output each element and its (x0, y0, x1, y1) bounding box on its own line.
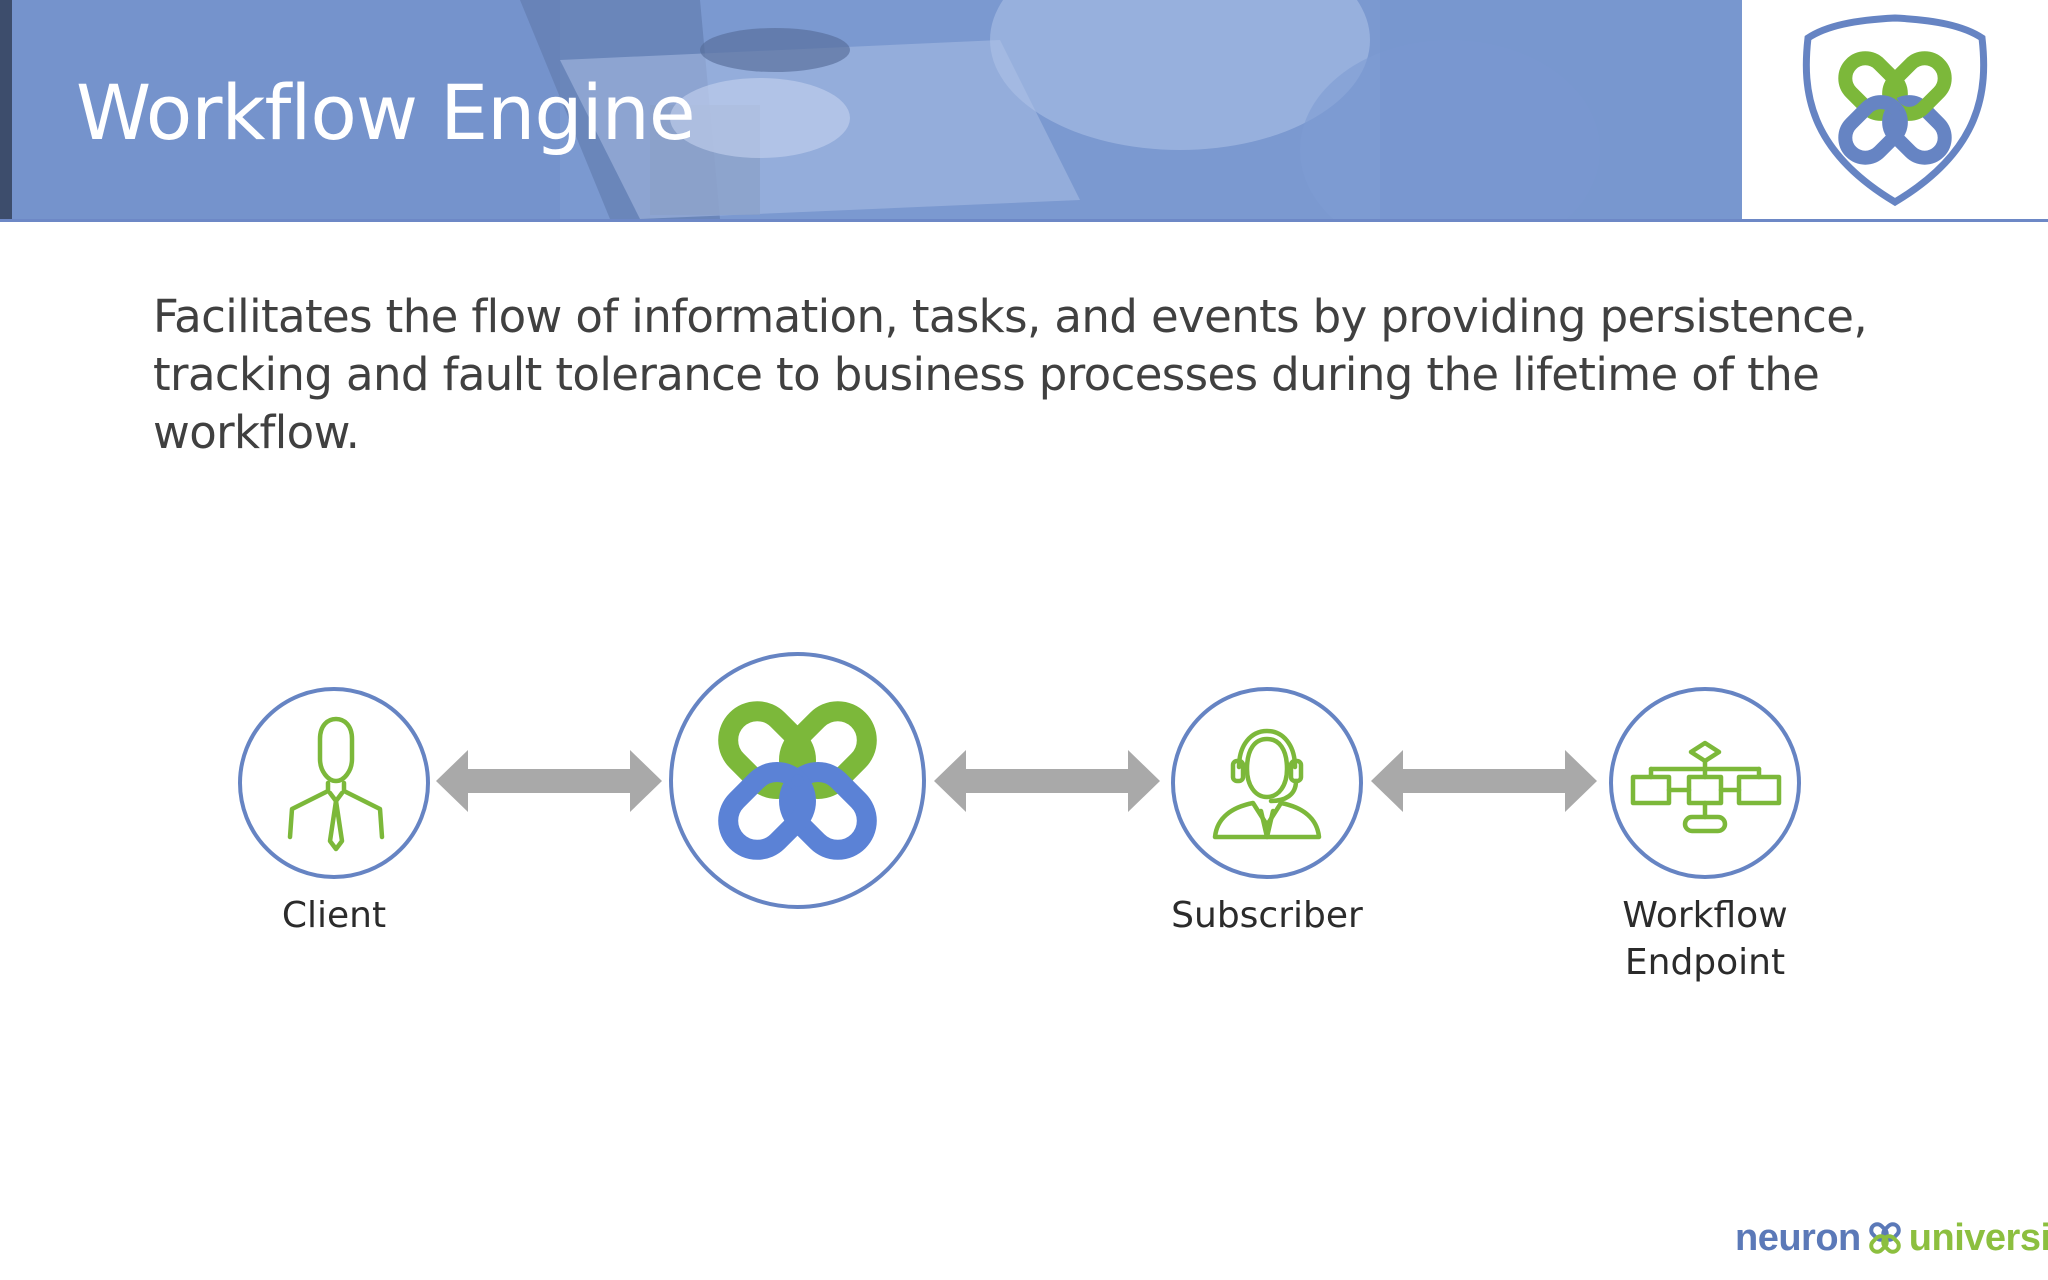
client-node (238, 687, 430, 879)
workflow-endpoint-node (1609, 687, 1801, 879)
flowchart-icon (1630, 740, 1782, 834)
engine-node (669, 652, 926, 909)
subscriber-node (1171, 687, 1363, 879)
brand-word-neuron: neuron (1735, 1216, 1861, 1259)
person-tie-icon (287, 716, 385, 852)
workflow-endpoint-label-line1: Workflow (1622, 895, 1788, 936)
neuron-knot-logo-icon (718, 701, 877, 860)
neuron-shield-logo-icon (1802, 14, 1988, 207)
logo-box (1742, 0, 2048, 219)
bidirectional-arrow-1 (436, 750, 662, 812)
workflow-endpoint-label-line2: Endpoint (1624, 942, 1786, 983)
neuron-knot-small-icon (1869, 1222, 1901, 1254)
header-banner: Workflow Engine (0, 0, 1742, 219)
bidirectional-arrow-3 (1371, 750, 1597, 812)
subscriber-label: Subscriber (1171, 895, 1363, 936)
client-label: Client (281, 895, 387, 936)
description-text: Facilitates the flow of information, tas… (153, 290, 1868, 459)
banner-photo (0, 0, 1742, 219)
page-title: Workflow Engine (76, 68, 696, 157)
brand-word-university: university (1908, 1216, 2048, 1259)
workflow-endpoint-label: Workflow Endpoint (1575, 892, 1835, 986)
headset-person-icon (1212, 728, 1322, 840)
header-divider (0, 219, 2048, 222)
bidirectional-arrow-2 (934, 750, 1160, 812)
footer-brand-logo: neuron university (1735, 1208, 2048, 1268)
